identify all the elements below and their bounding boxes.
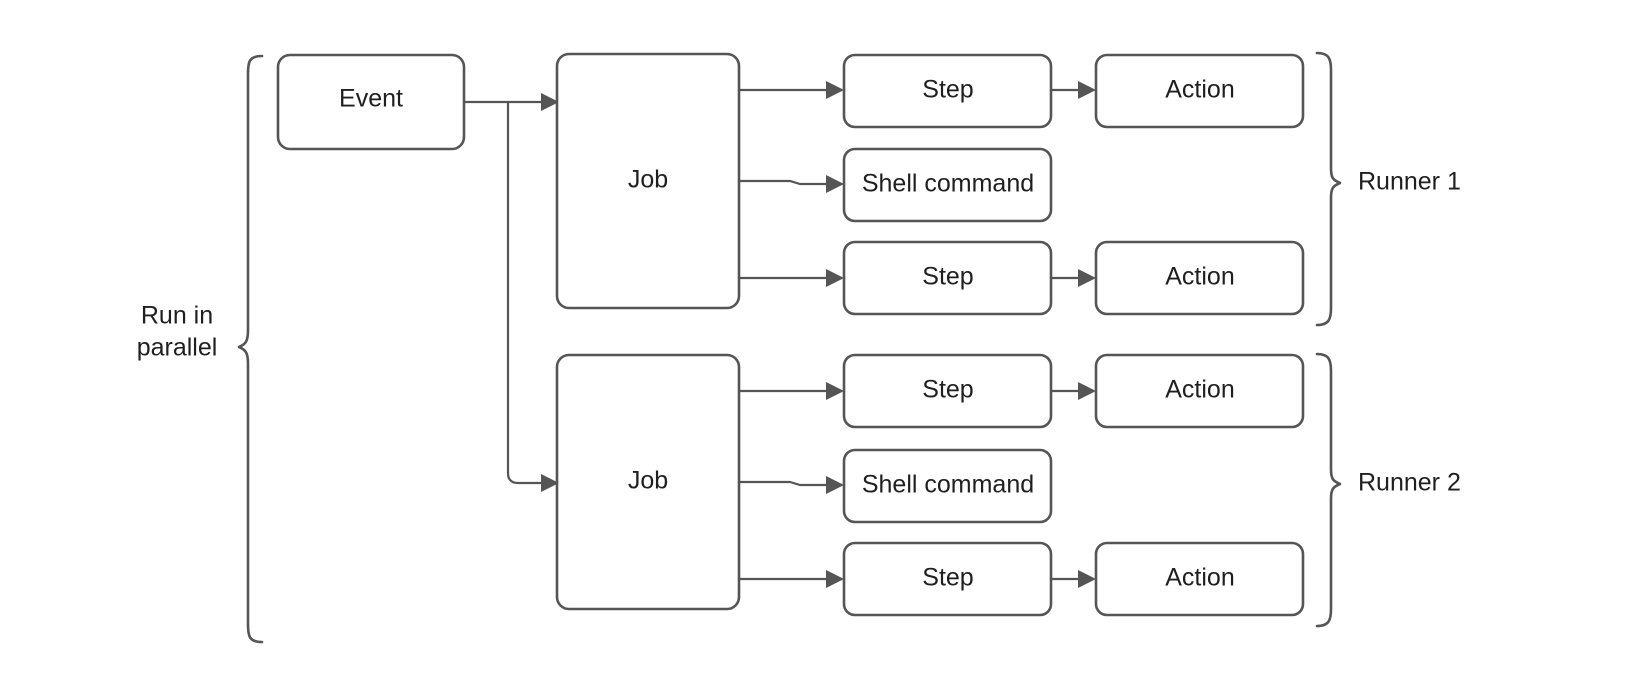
runner-2-step-2-label: Shell command — [862, 471, 1034, 499]
runner-2-step-3-label: Step — [922, 564, 973, 592]
runner-2-brace — [1315, 352, 1342, 628]
event-to-job2-arrowhead — [541, 474, 559, 492]
runner-1-action-1-label: Action — [1165, 76, 1234, 104]
runner-2-job-node[interactable]: Job — [555, 353, 741, 611]
event-node[interactable]: Event — [276, 53, 466, 151]
runner-2-action-1-node[interactable]: Action — [1094, 353, 1305, 429]
runner-1-job-node[interactable]: Job — [555, 52, 741, 310]
runner-2-step-3-node[interactable]: Step — [842, 541, 1053, 617]
event-to-job1-arrowhead — [541, 93, 559, 111]
runner-2-step-2-node[interactable]: Shell command — [842, 448, 1053, 524]
runner-2-job-to-step-2-arrowhead — [826, 476, 844, 494]
runner-1-step-3-to-action-arrowhead — [1078, 269, 1096, 287]
runner-2-action-3-node[interactable]: Action — [1094, 541, 1305, 617]
runner-1-brace — [1315, 51, 1342, 327]
runner-1-action-1-box[interactable] — [1094, 53, 1305, 129]
runner-2-action-3-box[interactable] — [1094, 541, 1305, 617]
runner-1-row-2: Shell command — [739, 147, 1053, 223]
runner-2-step-1-to-action-arrowhead — [1078, 382, 1096, 400]
runner-2-label: Runner 2 — [1358, 469, 1461, 497]
runner-2-action-3-label: Action — [1165, 564, 1234, 592]
event-label: Event — [339, 85, 403, 113]
runner-2-action-1-box[interactable] — [1094, 353, 1305, 429]
runner-1-job-to-step-2-line — [739, 179, 826, 186]
runner-1-job-to-step-1-arrowhead — [826, 81, 844, 99]
runner-1-group: Job Step Action — [555, 51, 1461, 327]
runner-1-action-3-box[interactable] — [1094, 240, 1305, 316]
run-in-parallel-label-line2: parallel — [137, 334, 218, 362]
event-to-jobs-connector-group — [464, 93, 559, 492]
runner-1-step-2-node[interactable]: Shell command — [842, 147, 1053, 223]
run-in-parallel-brace-group: Run in parallel — [137, 54, 264, 644]
runner-1-step-2-box[interactable] — [842, 147, 1053, 223]
runner-1-step-1-node[interactable]: Step — [842, 53, 1053, 129]
runner-2-job-to-step-1-arrowhead — [826, 382, 844, 400]
runner-1-job-to-step-3-arrowhead — [826, 269, 844, 287]
runner-1-job-to-step-2-arrowhead — [826, 175, 844, 193]
runner-1-step-2-label: Shell command — [862, 170, 1034, 198]
runner-2-step-1-node[interactable]: Step — [842, 353, 1053, 429]
runner-1-row-3: Step Action — [739, 240, 1305, 316]
runner-2-job-to-step-3-arrowhead — [826, 570, 844, 588]
runner-2-action-1-label: Action — [1165, 376, 1234, 404]
runner-2-step-3-to-action-arrowhead — [1078, 570, 1096, 588]
runner-2-row-2: Shell command — [739, 448, 1053, 524]
runner-2-group: Job Step Action — [555, 352, 1461, 628]
runner-1-step-3-node[interactable]: Step — [842, 240, 1053, 316]
runner-1-label: Runner 1 — [1358, 168, 1461, 196]
runner-2-job-label: Job — [628, 467, 668, 495]
runner-2-step-2-box[interactable] — [842, 448, 1053, 524]
runner-1-step-3-label: Step — [922, 263, 973, 291]
runner-2-job-to-step-2-line — [739, 480, 826, 487]
runner-2-step-1-label: Step — [922, 376, 973, 404]
runner-1-action-3-label: Action — [1165, 263, 1234, 291]
event-to-job2-connector — [506, 102, 541, 485]
runner-1-job-label: Job — [628, 166, 668, 194]
runner-2-row-3: Step Action — [739, 541, 1305, 617]
runner-2-row-1: Step Action — [739, 353, 1305, 429]
runner-1-action-1-node[interactable]: Action — [1094, 53, 1305, 129]
runner-1-step-1-to-action-arrowhead — [1078, 81, 1096, 99]
runner-1-action-3-node[interactable]: Action — [1094, 240, 1305, 316]
runner-1-row-1: Step Action — [739, 53, 1305, 129]
run-in-parallel-label-line1: Run in — [141, 302, 213, 330]
run-in-parallel-brace — [237, 54, 264, 644]
runner-1-step-1-label: Step — [922, 76, 973, 104]
